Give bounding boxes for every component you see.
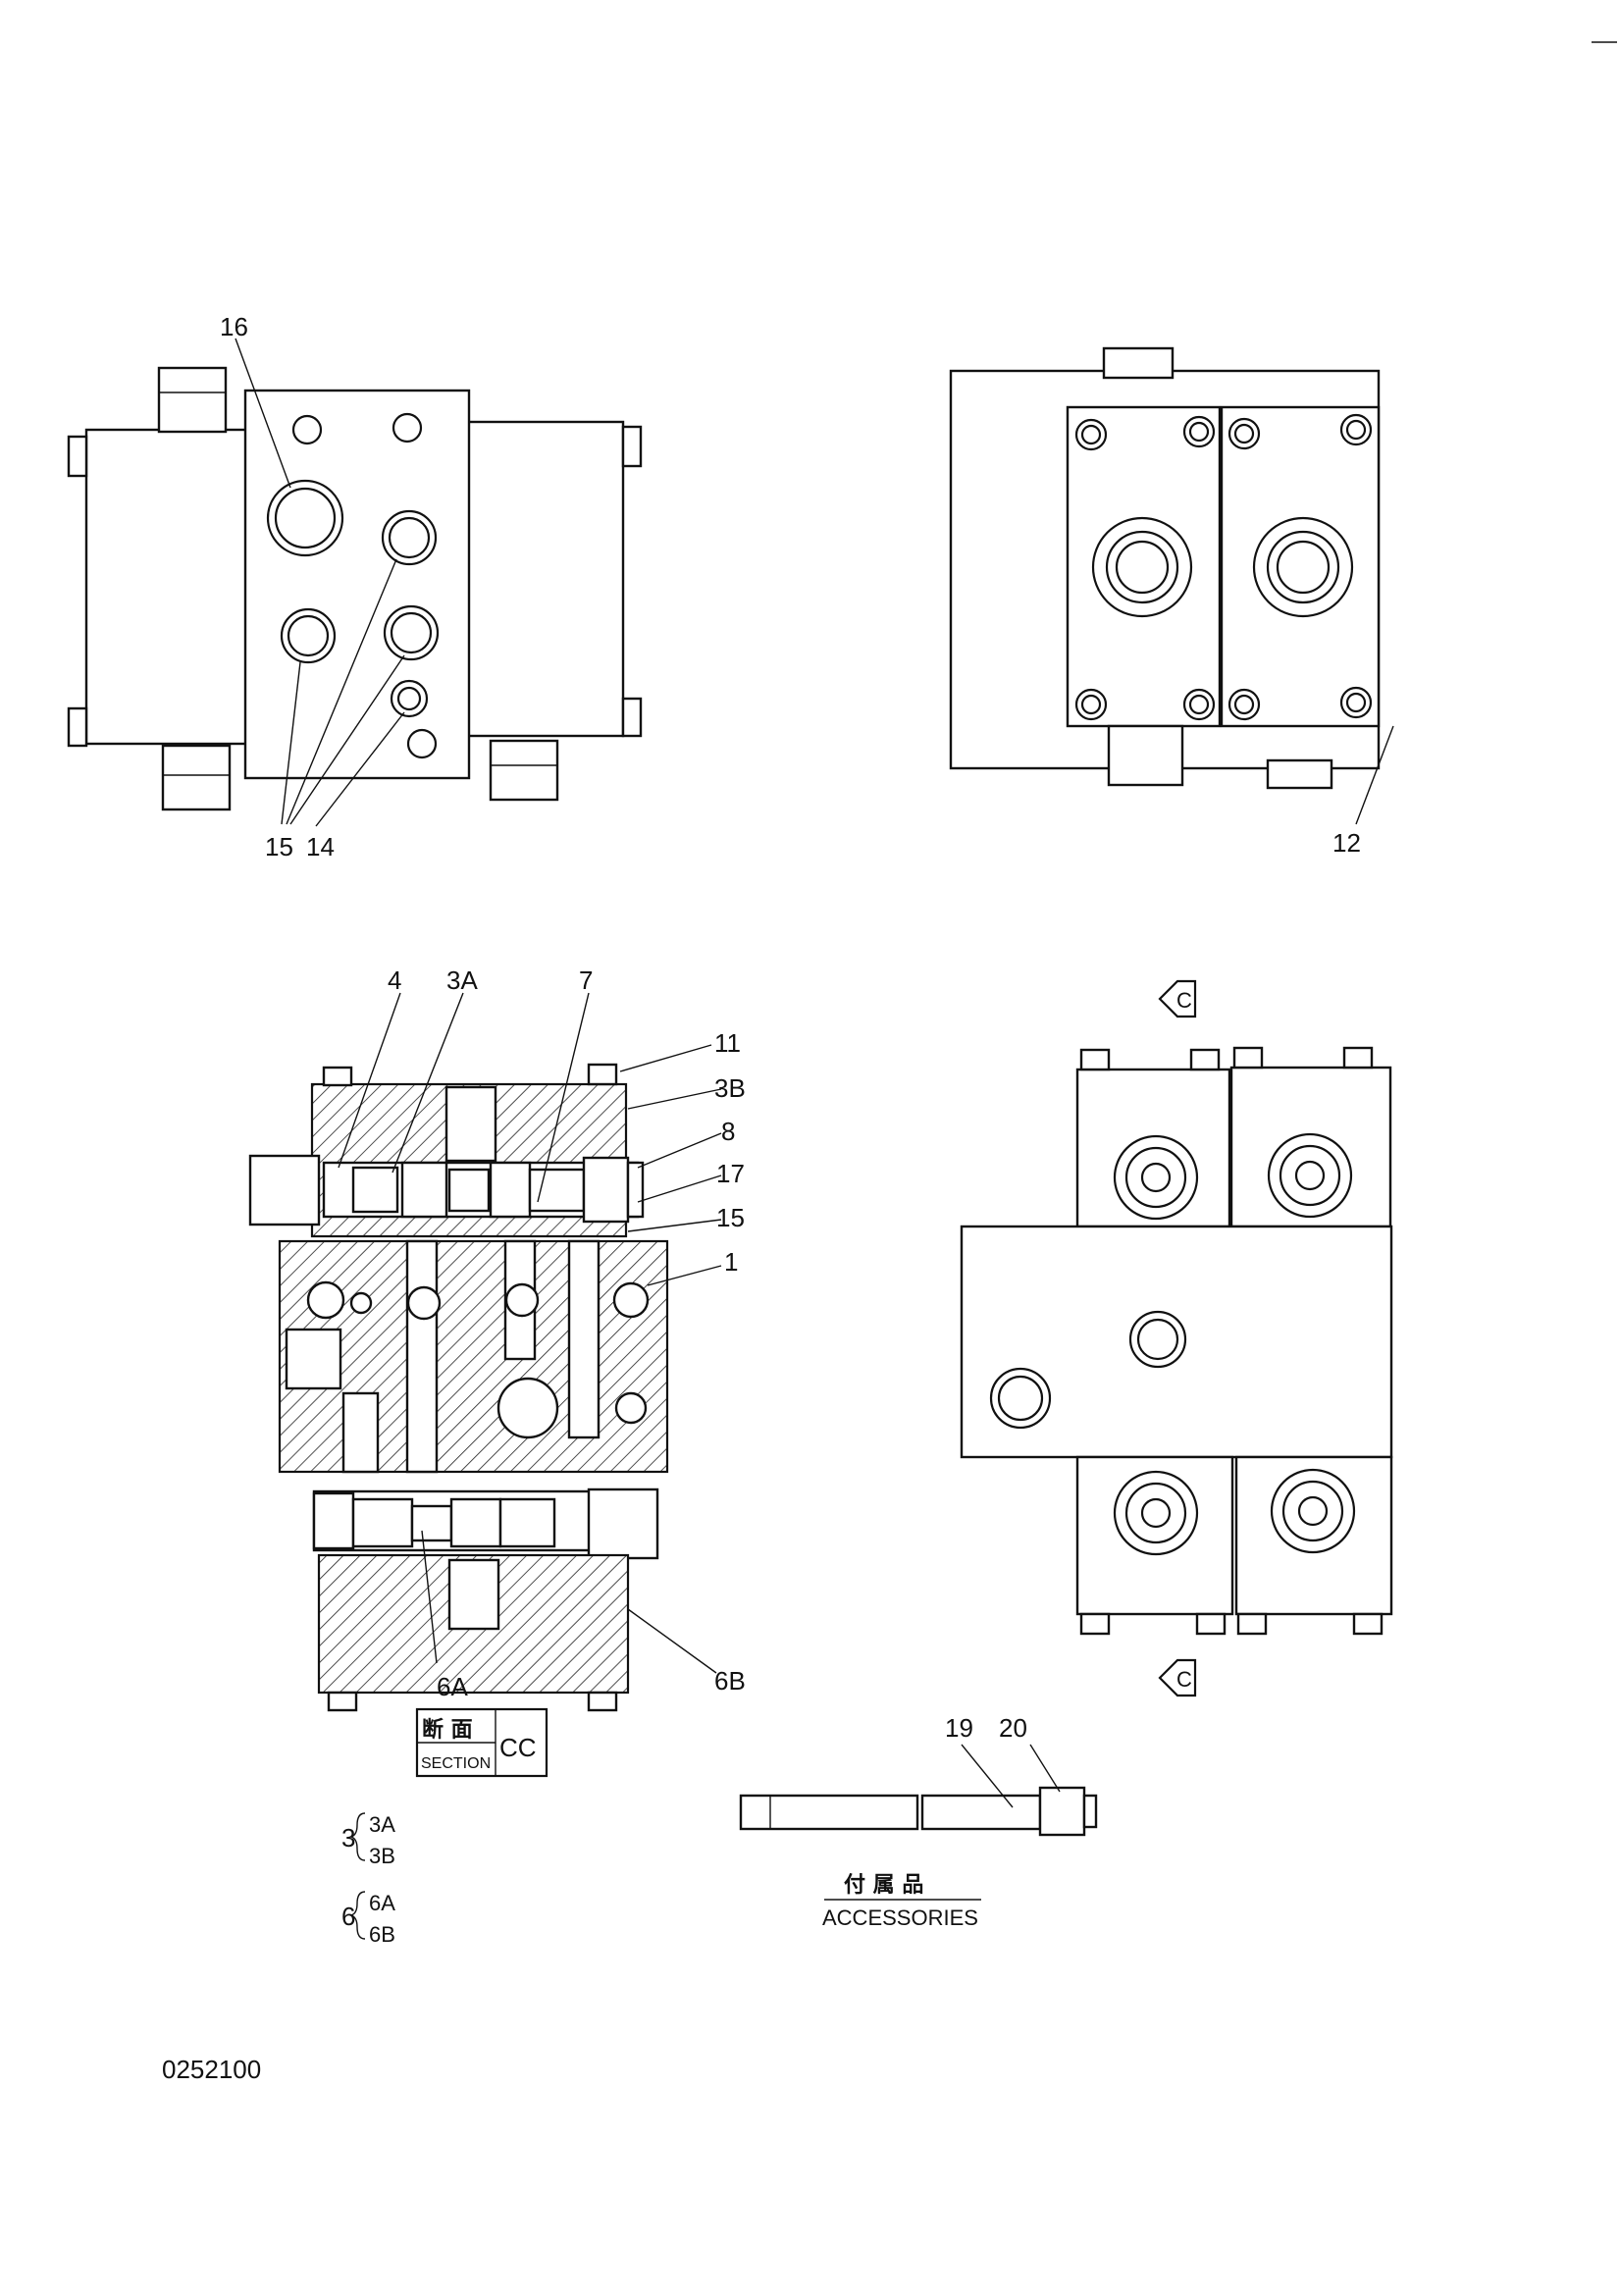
callout-1: 1 xyxy=(724,1247,738,1277)
callout-16: 16 xyxy=(220,312,248,341)
callout-19: 19 xyxy=(945,1713,973,1743)
top-left-view: 16 15 14 xyxy=(67,312,643,861)
callout-6b: 6B xyxy=(714,1666,746,1696)
callout-6a: 6A xyxy=(437,1672,468,1701)
top-right-view: 12 xyxy=(949,346,1394,858)
accessories-en: ACCESSORIES xyxy=(822,1905,978,1930)
group-6-a: 6A xyxy=(369,1891,395,1915)
callout-7: 7 xyxy=(579,965,593,995)
callout-3b: 3B xyxy=(714,1073,746,1103)
view-c-bottom: C xyxy=(1176,1667,1192,1692)
callout-15b: 15 xyxy=(716,1203,745,1232)
section-cc-view: 4 3A 7 11 3B 8 17 15 1 6A 6B xyxy=(248,965,746,1712)
callout-14: 14 xyxy=(306,832,335,861)
callout-8: 8 xyxy=(721,1117,735,1146)
section-en: SECTION xyxy=(421,1755,491,1772)
callout-20: 20 xyxy=(999,1713,1027,1743)
group-3-b: 3B xyxy=(369,1844,395,1868)
group-3-number: 3 xyxy=(341,1823,355,1852)
bottom-right-view: C C xyxy=(960,979,1393,1697)
group-notes: 3 3A 3B 6 6A 6B xyxy=(341,1812,395,1947)
group-3-a: 3A xyxy=(369,1812,395,1837)
view-c-top: C xyxy=(1176,988,1192,1013)
group-6-b: 6B xyxy=(369,1922,395,1947)
callout-3a: 3A xyxy=(446,965,478,995)
callout-12: 12 xyxy=(1332,828,1361,858)
section-id: CC xyxy=(499,1733,537,1762)
accessories-view: 19 20 付 属 品 ACCESSORIES xyxy=(739,1713,1098,1930)
callout-11: 11 xyxy=(714,1028,741,1058)
callout-15: 15 xyxy=(265,832,293,861)
section-jp: 断 面 xyxy=(422,1717,473,1743)
accessories-jp: 付 属 品 xyxy=(844,1873,923,1898)
callout-4: 4 xyxy=(388,965,401,995)
drawing-number: 0252100 xyxy=(162,2055,261,2084)
callout-17: 17 xyxy=(716,1159,745,1188)
group-6-number: 6 xyxy=(341,1902,355,1931)
section-label: 断 面 SECTION CC xyxy=(415,1707,548,1778)
